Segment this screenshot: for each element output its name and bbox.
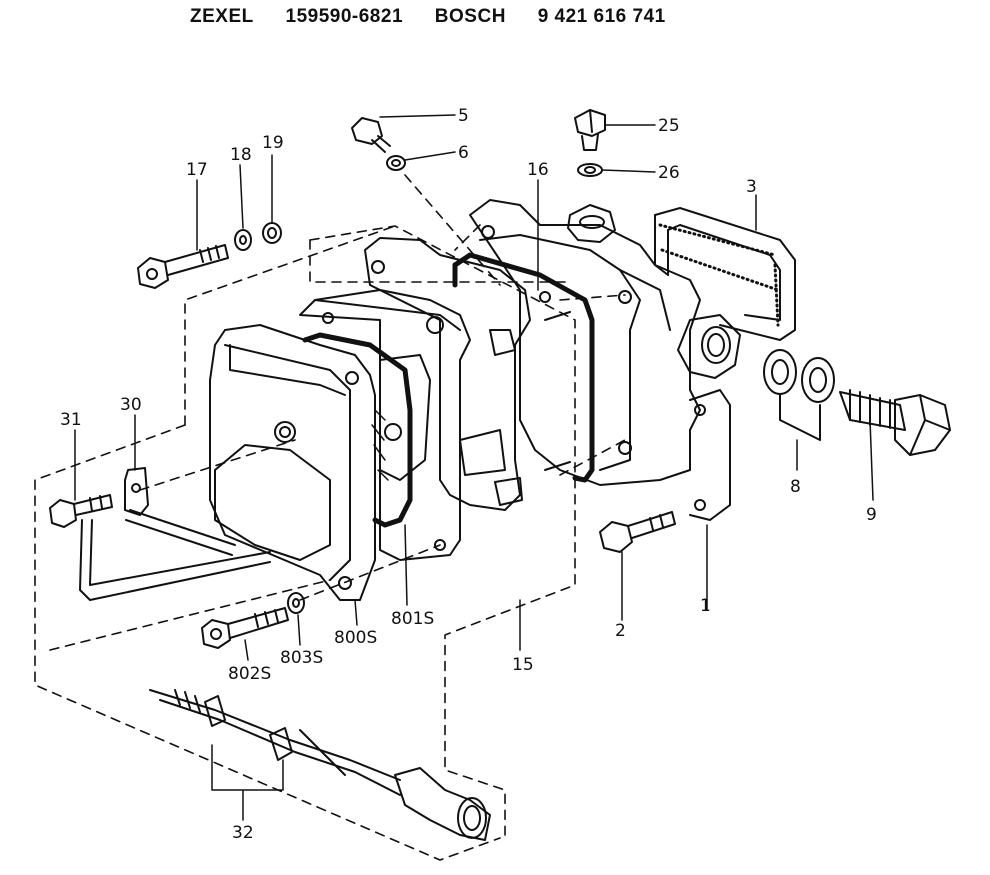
callout-17: 17 (186, 160, 208, 180)
callout-18: 18 (230, 145, 252, 165)
header-brand-bosch: BOSCH (434, 6, 506, 27)
header-part-number-zexel: 159590-6821 (285, 6, 404, 27)
governor-cover-part-800s (209, 324, 376, 601)
gasket-part-801s (302, 332, 413, 528)
pump-body-part-1 (469, 199, 731, 521)
governor-housing (299, 289, 506, 561)
adapter-plate (364, 237, 571, 511)
callout-800s: 800S (334, 628, 377, 648)
screw-part-5 (351, 117, 391, 153)
bracket-part-30 (124, 467, 149, 516)
callout-31: 31 (60, 410, 82, 430)
callout-25: 25 (658, 116, 680, 136)
fuel-pipe (79, 509, 271, 601)
bolt-part-2 (599, 511, 676, 553)
callout-26: 26 (658, 163, 680, 183)
header-brand-zexel: ZEXEL (190, 6, 254, 27)
callout-802s: 802S (228, 664, 271, 684)
washer-pair-part-8 (763, 349, 835, 441)
washer-part-18 (234, 229, 252, 251)
callout-labels: 5 6 25 26 3 16 17 18 19 30 31 8 9 2 1 80… (60, 106, 877, 843)
diagram-header: ZEXEL 159590-6821 BOSCH 9 421 616 741 (190, 6, 692, 34)
cable-harness-part-32 (149, 689, 491, 841)
callout-15: 15 (512, 655, 534, 675)
callout-32: 32 (232, 823, 254, 843)
banjo-fitting (567, 204, 741, 379)
callout-19: 19 (262, 133, 284, 153)
bolt-part-17 (137, 244, 229, 289)
callout-8: 8 (790, 477, 801, 497)
callout-1: 1 (700, 596, 711, 616)
header-part-number-bosch: 9 421 616 741 (537, 6, 666, 27)
screw-part-25 (574, 109, 606, 151)
bolt-part-31 (49, 494, 113, 528)
washer-part-803s (287, 592, 305, 614)
washer-part-26 (577, 163, 603, 177)
callout-30: 30 (120, 395, 142, 415)
washer-part-6 (386, 155, 406, 171)
callout-2: 2 (615, 621, 626, 641)
callout-3: 3 (746, 177, 757, 197)
leader-lines (74, 114, 874, 821)
callout-801s: 801S (391, 609, 434, 629)
gasket-part-3 (654, 207, 796, 341)
callout-5: 5 (458, 106, 469, 126)
hollow-bolt-part-9 (839, 389, 951, 456)
o-ring-part-16 (452, 252, 595, 483)
callout-803s: 803S (280, 648, 323, 668)
callout-16: 16 (527, 160, 549, 180)
washer-part-19 (262, 222, 282, 244)
callout-9: 9 (866, 505, 877, 525)
bolt-part-802s (201, 607, 289, 649)
callout-6: 6 (458, 143, 469, 163)
